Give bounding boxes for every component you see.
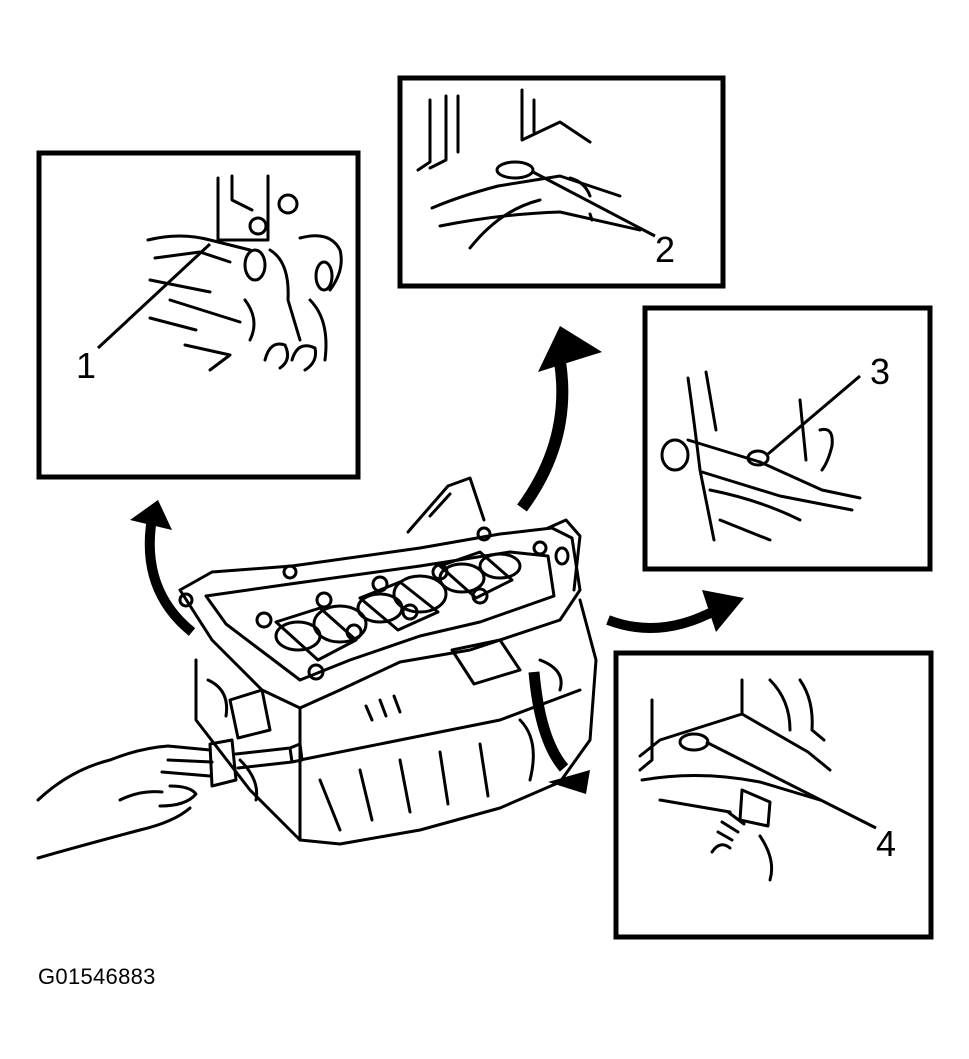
arrow-to-panel-4 [528, 671, 590, 794]
detail-panel-3: 3 [642, 305, 933, 572]
callout-1: 1 [76, 345, 96, 386]
figure-id: G01546883 [38, 964, 156, 989]
detail-panel-4: 4 [613, 650, 934, 940]
engine-block [178, 476, 598, 846]
callout-2: 2 [655, 229, 675, 270]
detail-panel-1: 1 [36, 150, 361, 480]
arrow-to-panel-3 [606, 590, 744, 633]
detail-panel-2: 2 [397, 75, 726, 289]
arrow-to-panel-2 [517, 326, 602, 512]
hand-with-screwdriver [36, 738, 304, 860]
arrow-to-panel-1 [130, 500, 196, 636]
callout-4: 4 [876, 823, 896, 864]
callout-3: 3 [870, 351, 890, 392]
